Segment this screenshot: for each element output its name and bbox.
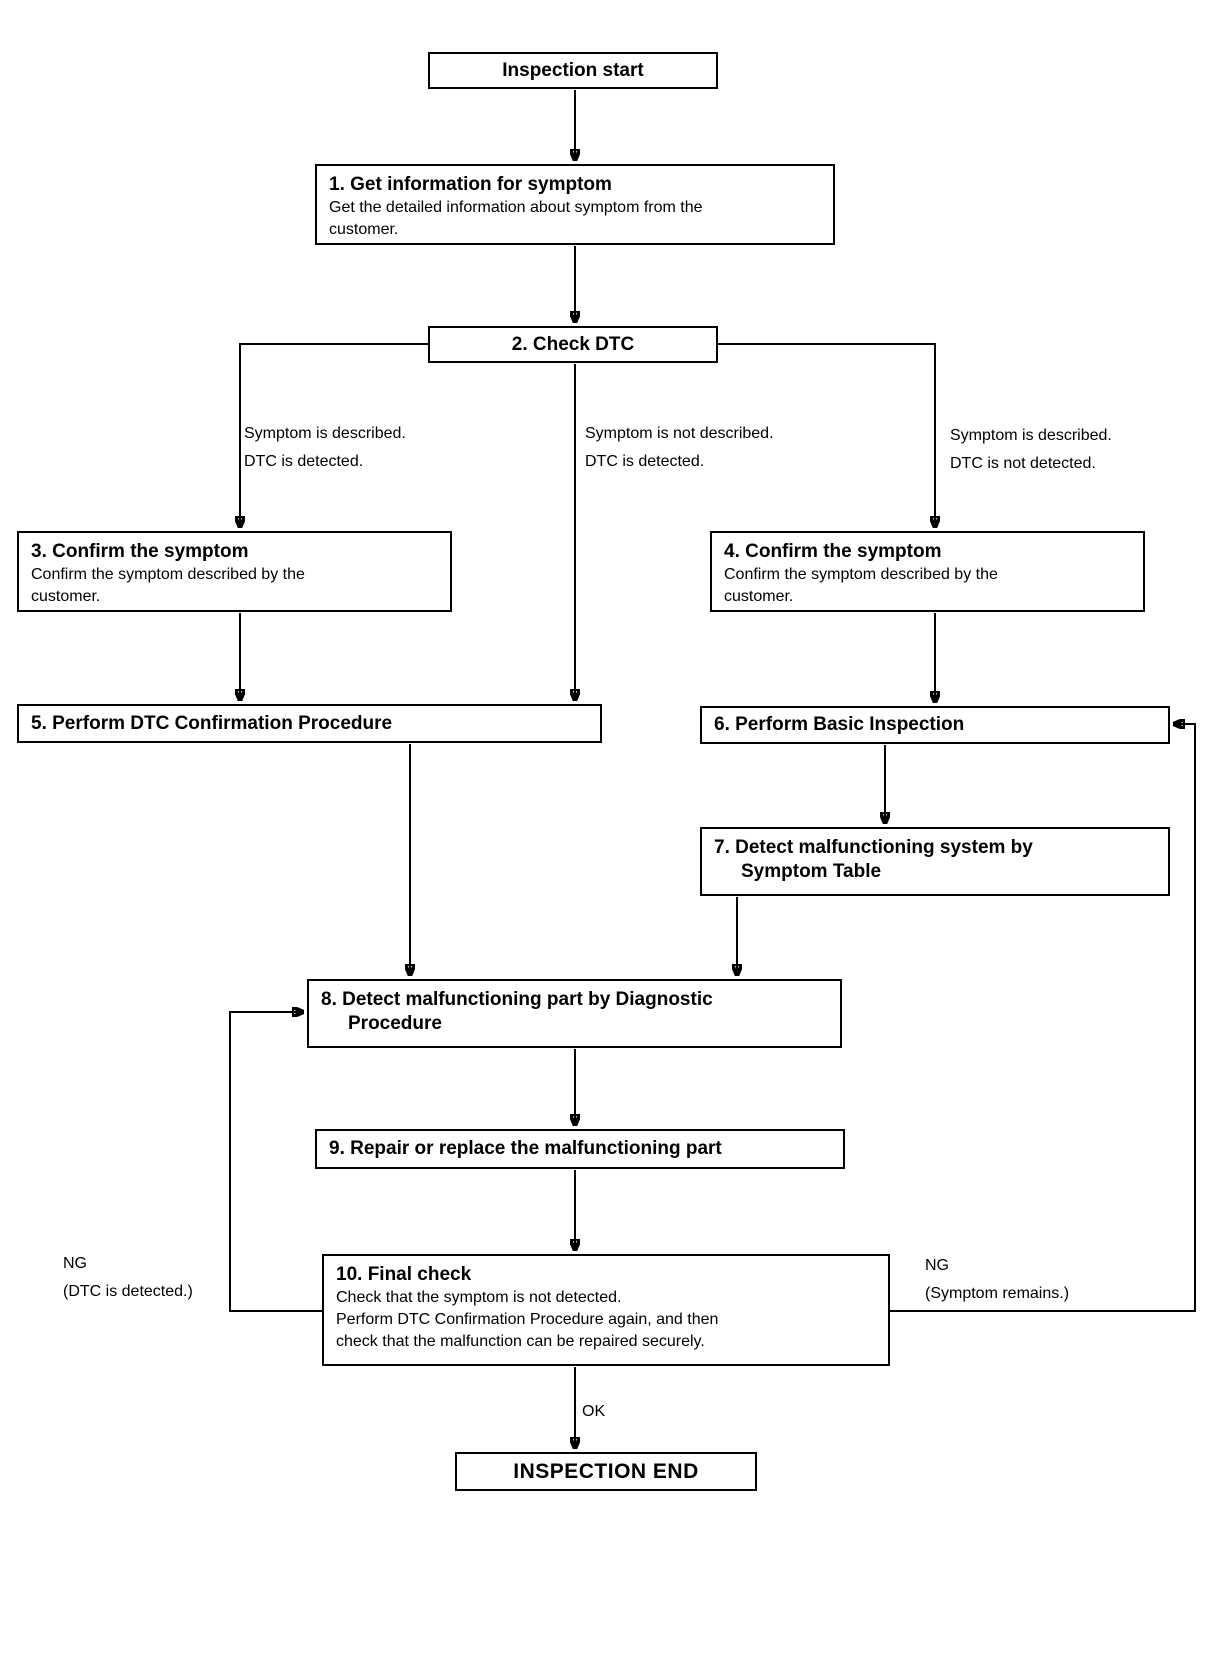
edge-ng-loop-step10-to-step6 [890, 724, 1196, 1312]
node-step-4: 4. Confirm the symptom Confirm the sympt… [710, 531, 1145, 612]
edge-label-ng-right: NG (Symptom remains.) [925, 1252, 1069, 1308]
node-inspection-end: INSPECTION END [455, 1452, 757, 1491]
node-step-1: 1. Get information for symptom Get the d… [315, 164, 835, 245]
node-inspection-end-label: INSPECTION END [513, 1459, 699, 1483]
edge-label-ng-left-line-1: NG [63, 1255, 87, 1272]
node-step-10-title: 10. Final check [336, 1264, 472, 1285]
edge-label-branch-middle-line-2: DTC is detected. [585, 453, 705, 470]
node-step-10: 10. Final check Check that the symptom i… [322, 1254, 890, 1366]
node-step-9-title: 9. Repair or replace the malfunctioning … [329, 1138, 722, 1159]
node-step-2: 2. Check DTC [428, 326, 718, 363]
node-step-6-title: 6. Perform Basic Inspection [714, 714, 965, 735]
node-step-7-title-line-2: Symptom Table [741, 860, 882, 882]
node-step-8-title-line-2: Procedure [348, 1012, 442, 1034]
node-step-4-body-line-1: Confirm the symptom described by the [724, 565, 998, 583]
node-step-1-title: 1. Get information for symptom [329, 174, 612, 195]
node-step-1-body-line-2: customer. [329, 220, 399, 238]
edge-label-ng-right-line-1: NG [925, 1257, 949, 1274]
node-step-3-body-line-2: customer. [31, 587, 101, 605]
node-step-3-title: 3. Confirm the symptom [31, 541, 249, 562]
node-step-4-title: 4. Confirm the symptom [724, 541, 942, 562]
node-step-10-body-line-2: Perform DTC Confirmation Procedure again… [336, 1310, 719, 1328]
edge-label-ng-left: NG (DTC is detected.) [63, 1250, 193, 1306]
edge-ng-loop-step10-to-step8 [229, 1012, 322, 1312]
node-step-10-body-line-1: Check that the symptom is not detected. [336, 1288, 622, 1306]
node-step-4-body-line-2: customer. [724, 587, 794, 605]
edge-label-branch-left-line-1: Symptom is described. [244, 425, 406, 442]
node-step-2-title: 2. Check DTC [511, 333, 635, 355]
node-inspection-start-label: Inspection start [502, 59, 644, 81]
edge-label-branch-right: Symptom is described. DTC is not detecte… [950, 422, 1112, 478]
node-step-8-title-line-1: 8. Detect malfunctioning part by Diagnos… [321, 989, 713, 1010]
edge-label-branch-middle: Symptom is not described. DTC is detecte… [585, 420, 774, 476]
node-step-9: 9. Repair or replace the malfunctioning … [315, 1129, 845, 1169]
edge-label-ok-text: OK [582, 1403, 606, 1420]
node-step-7: 7. Detect malfunctioning system by Sympt… [700, 827, 1170, 896]
edge-label-branch-right-line-2: DTC is not detected. [950, 455, 1096, 472]
edge-label-branch-left: Symptom is described. DTC is detected. [244, 420, 406, 476]
node-step-5-title: 5. Perform DTC Confirmation Procedure [31, 712, 393, 734]
edge-label-branch-right-line-1: Symptom is described. [950, 427, 1112, 444]
node-step-3-body-line-1: Confirm the symptom described by the [31, 565, 305, 583]
node-step-5: 5. Perform DTC Confirmation Procedure [17, 704, 602, 743]
node-step-1-body-line-1: Get the detailed information about sympt… [329, 198, 703, 216]
edge-label-branch-left-line-2: DTC is detected. [244, 453, 364, 470]
node-step-8: 8. Detect malfunctioning part by Diagnos… [307, 979, 842, 1048]
edge-label-ok: OK [582, 1398, 605, 1426]
edge-label-ng-left-line-2: (DTC is detected.) [63, 1283, 193, 1300]
node-step-7-title-line-1: 7. Detect malfunctioning system by [714, 837, 1033, 858]
edge-label-ng-right-line-2: (Symptom remains.) [925, 1285, 1070, 1302]
node-step-10-body-line-3: check that the malfunction can be repair… [336, 1332, 705, 1350]
node-inspection-start: Inspection start [428, 52, 718, 89]
edge-label-branch-middle-line-1: Symptom is not described. [585, 425, 774, 442]
node-step-6: 6. Perform Basic Inspection [700, 706, 1170, 744]
node-step-3: 3. Confirm the symptom Confirm the sympt… [17, 531, 452, 612]
